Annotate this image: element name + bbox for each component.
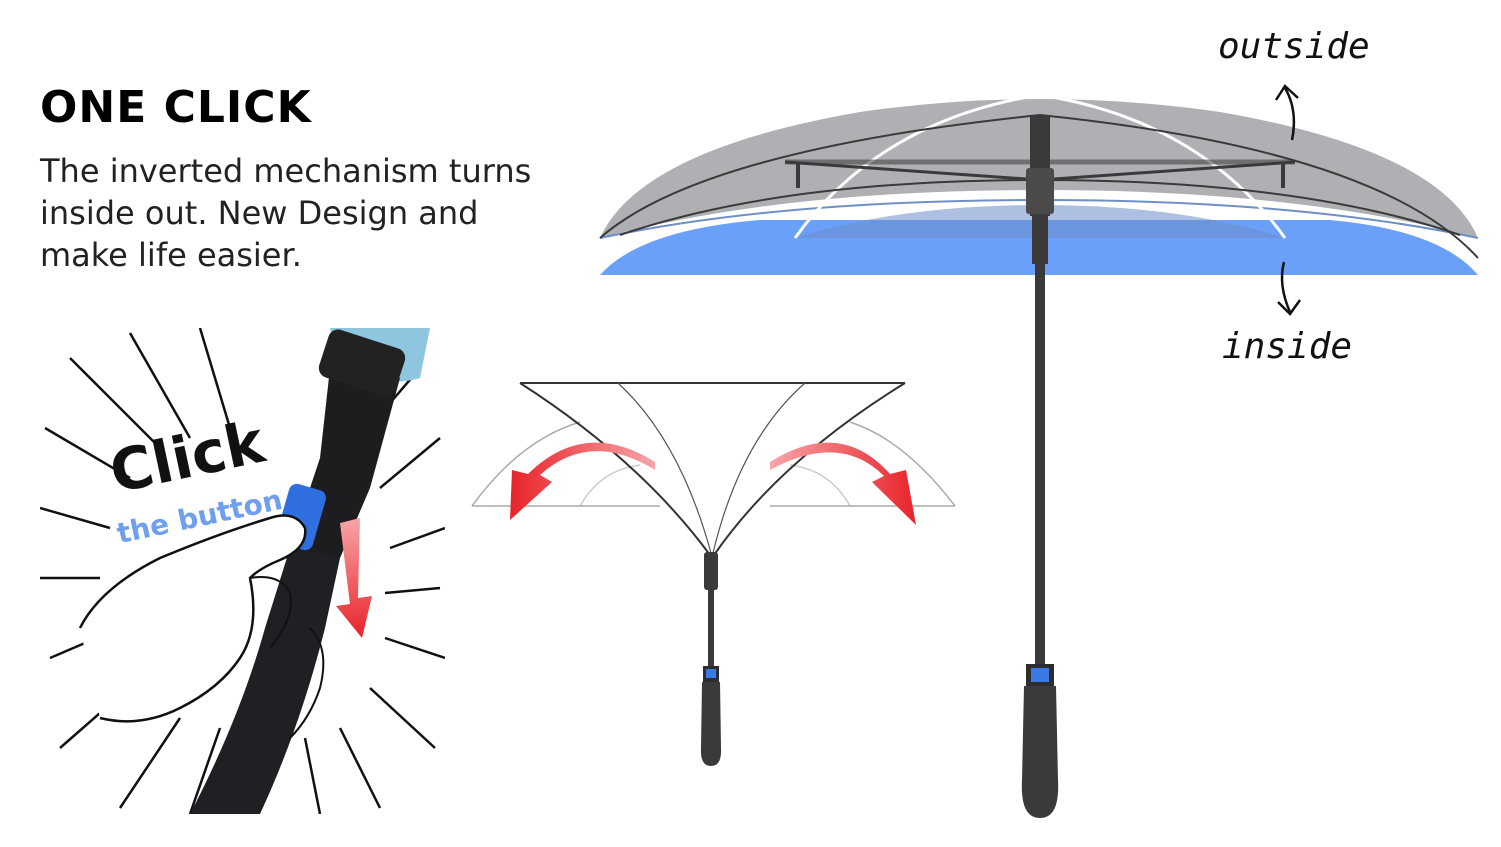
outside-label: outside xyxy=(1218,26,1370,67)
description-text: The inverted mechanism turns inside out.… xyxy=(40,152,532,274)
red-arrow-right xyxy=(770,442,916,525)
inverted-umbrella-illustration xyxy=(471,382,956,766)
page-title: ONE CLICK xyxy=(40,82,312,133)
umbrella-handle xyxy=(1021,686,1059,818)
speed-lines xyxy=(40,328,445,814)
red-arrow-down xyxy=(336,518,372,638)
red-arrow-left xyxy=(510,442,655,520)
inside-label: inside xyxy=(1222,326,1353,367)
click-button-illustration: Click the button xyxy=(40,328,445,814)
